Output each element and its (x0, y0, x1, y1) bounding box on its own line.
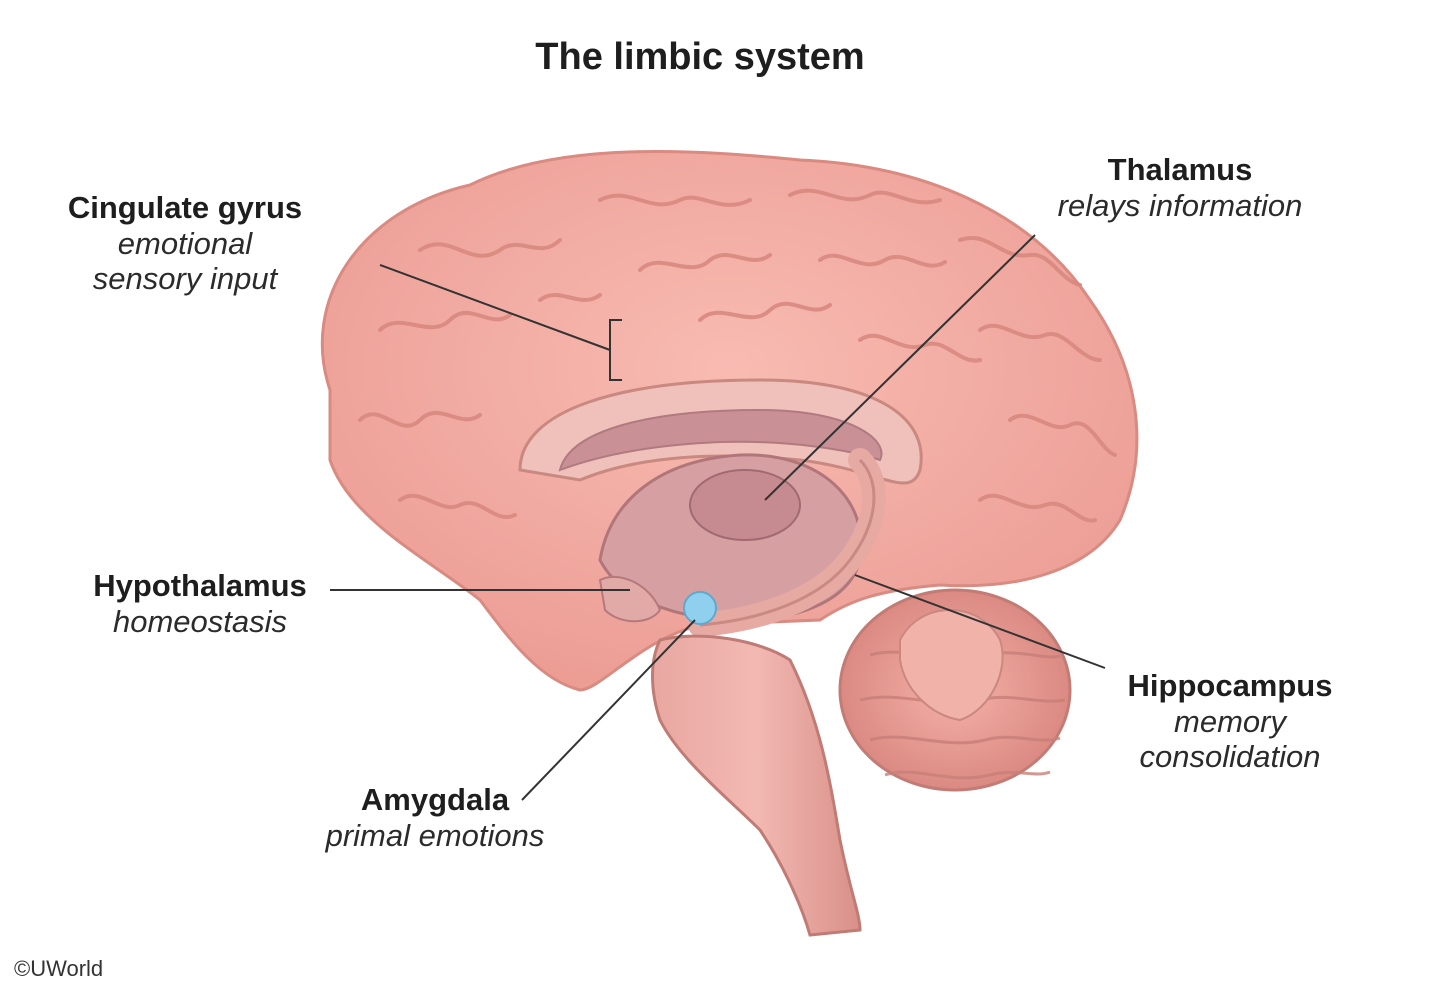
arbor-vitae (899, 609, 1004, 722)
cingulate-desc-2: sensory input (92, 261, 278, 297)
hypothalamus-body (598, 575, 662, 623)
diagram-title: The limbic system (535, 36, 865, 78)
cingulate-leader (379, 264, 611, 351)
amygdala-name: Amygdala (360, 782, 510, 817)
amygdala-leader (521, 619, 696, 801)
hypothalamus-name: Hypothalamus (93, 568, 307, 603)
label-thalamus: Thalamus relays information (1020, 152, 1340, 223)
hypothalamus-desc: homeostasis (112, 603, 288, 639)
label-amygdala: Amygdala primal emotions (290, 782, 580, 853)
cingulate-bracket (609, 319, 622, 381)
cingulate-desc-1: emotional (117, 225, 253, 261)
corpus-callosum (558, 408, 883, 472)
cingulate-name: Cingulate gyrus (67, 190, 303, 225)
hippocampus-desc-1: memory (1174, 703, 1286, 739)
amygdala-desc: primal emotions (325, 817, 545, 853)
thalamus-name: Thalamus (1107, 152, 1253, 187)
copyright-notice: ©UWorld (14, 956, 104, 981)
brainstem (651, 634, 862, 937)
thalamus-leader (764, 234, 1036, 501)
amygdala-marker (683, 591, 717, 625)
leader-lines (330, 234, 1106, 801)
label-hippocampus: Hippocampus memory consolidation (1100, 668, 1360, 775)
thalamus-body (689, 469, 801, 541)
hippocampus-name: Hippocampus (1127, 668, 1333, 703)
thalamus-desc: relays information (1057, 187, 1303, 223)
hippocampus-desc-2: consolidation (1139, 739, 1321, 775)
hippocampus-leader (854, 574, 1106, 669)
label-cingulate-gyrus: Cingulate gyrus emotional sensory input (40, 190, 330, 297)
gyri (358, 188, 1117, 523)
label-hypothalamus: Hypothalamus homeostasis (60, 568, 340, 639)
